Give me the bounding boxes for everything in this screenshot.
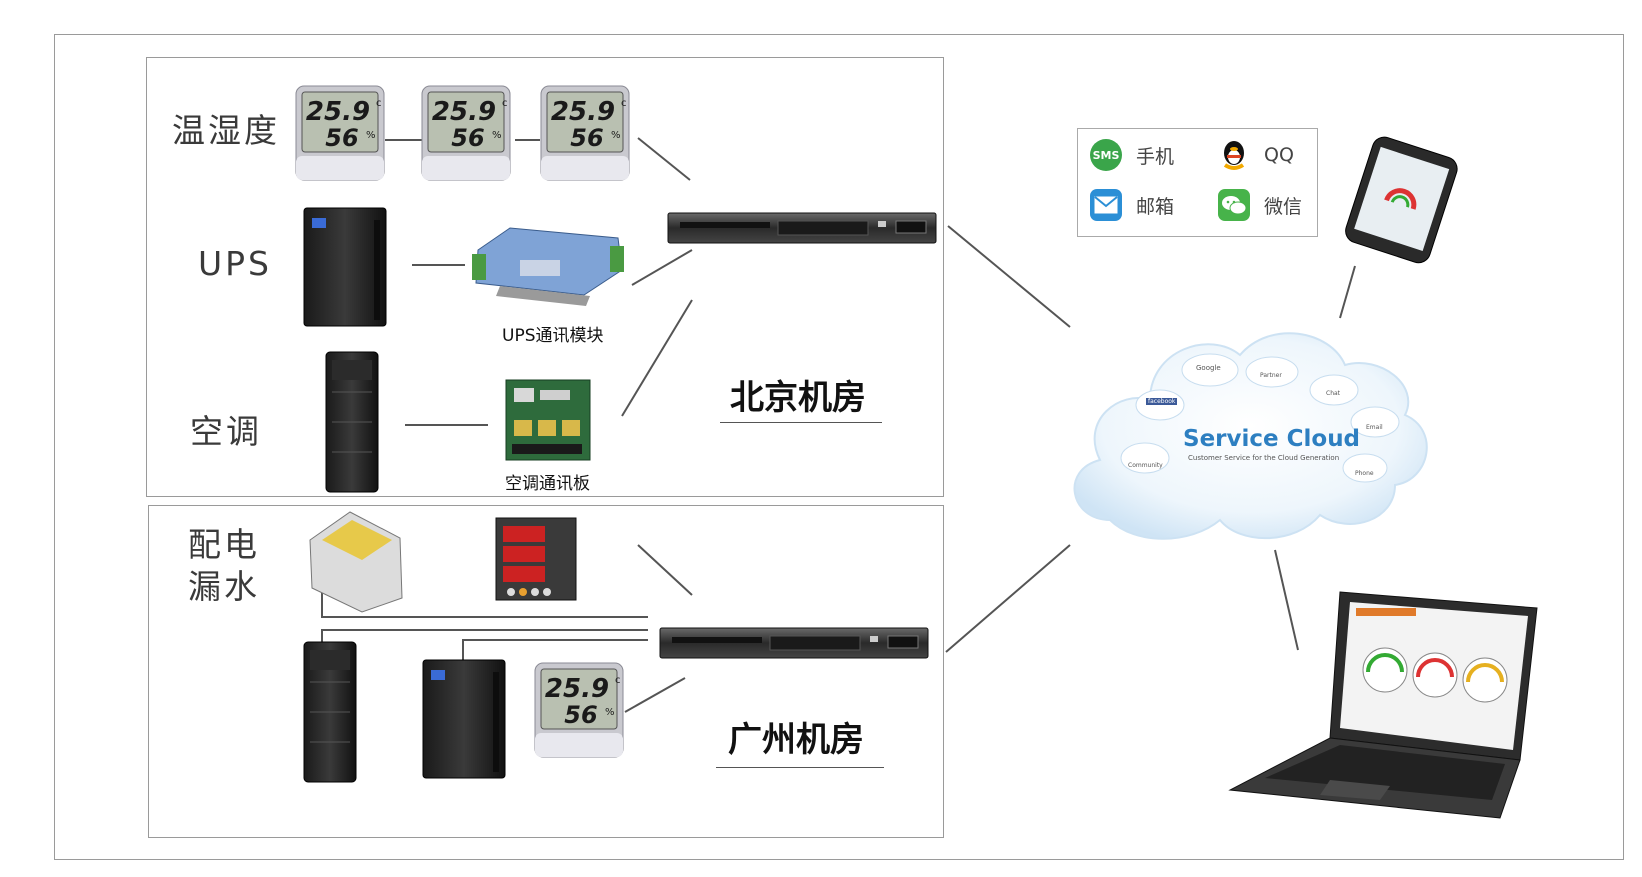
label-aircon: 空调 xyxy=(190,412,262,451)
notify-sms-label: 手机 xyxy=(1136,145,1175,168)
notify-mail: 邮箱 xyxy=(1090,189,1174,221)
notify-wechat: 微信 xyxy=(1218,189,1302,221)
notify-wechat-label: 微信 xyxy=(1264,195,1303,218)
sms-icon: SMS xyxy=(1090,139,1122,171)
aircon-board-device xyxy=(505,379,591,461)
label-ups: UPS xyxy=(198,244,273,283)
thermo-hygrometer-2 xyxy=(421,85,511,181)
cloud-bubble-google: Google xyxy=(1196,364,1221,372)
guangzhou-ups-unit xyxy=(422,659,506,779)
thermo-hygrometer-1 xyxy=(295,85,385,181)
smartphone xyxy=(1345,136,1458,264)
room-title-beijing: 北京机房 xyxy=(730,378,866,418)
notification-channels: SMS 手机 QQ 邮箱 微信 xyxy=(1077,128,1318,237)
cloud-bubble-phone: Phone xyxy=(1355,470,1374,477)
guangzhou-links xyxy=(321,265,1356,713)
outer-frame xyxy=(54,34,1624,860)
label-temp-humidity: 温湿度 xyxy=(172,111,280,150)
room-title-beijing-underline xyxy=(720,422,882,423)
caption-aircon-board: 空调通讯板 xyxy=(505,474,590,494)
room-title-guangzhou-underline xyxy=(716,767,884,768)
label-power-distribution: 配电 xyxy=(188,525,260,564)
thermo-hygrometer-3 xyxy=(540,85,630,181)
label-water-leak: 漏水 xyxy=(188,567,260,606)
aircon-unit xyxy=(325,351,379,493)
beijing-server xyxy=(667,212,937,244)
notify-sms: SMS 手机 xyxy=(1090,139,1174,171)
power-meter-display xyxy=(495,517,577,601)
wechat-icon xyxy=(1218,189,1250,221)
cloud-bubble-community: Community xyxy=(1128,462,1163,469)
ups-unit xyxy=(303,207,387,327)
notify-mail-label: 邮箱 xyxy=(1136,195,1175,218)
laptop xyxy=(1228,591,1538,819)
cloud-title: Service Cloud xyxy=(1183,426,1361,452)
notify-qq: QQ xyxy=(1218,139,1294,171)
cloud-bubble-partner: Partner xyxy=(1260,372,1282,379)
mail-icon xyxy=(1090,189,1122,221)
guangzhou-thermo-hygrometer xyxy=(534,662,624,758)
cloud-subtitle: Customer Service for the Cloud Generatio… xyxy=(1188,454,1340,462)
guangzhou-aircon-unit xyxy=(303,641,357,783)
qq-penguin-icon xyxy=(1218,139,1250,171)
beijing-links xyxy=(385,137,1071,426)
service-cloud xyxy=(1073,332,1428,540)
ups-module-device xyxy=(472,227,624,306)
notify-qq-label: QQ xyxy=(1264,144,1294,166)
guangzhou-server xyxy=(659,627,929,659)
caption-ups-module: UPS通讯模块 xyxy=(502,326,604,346)
cloud-bubble-chat: Chat xyxy=(1326,390,1341,397)
room-title-guangzhou: 广州机房 xyxy=(728,720,864,760)
cloud-bubble-facebook: facebook xyxy=(1146,398,1178,405)
power-meter-module xyxy=(309,511,403,613)
cloud-bubble-email: Email xyxy=(1366,424,1383,431)
